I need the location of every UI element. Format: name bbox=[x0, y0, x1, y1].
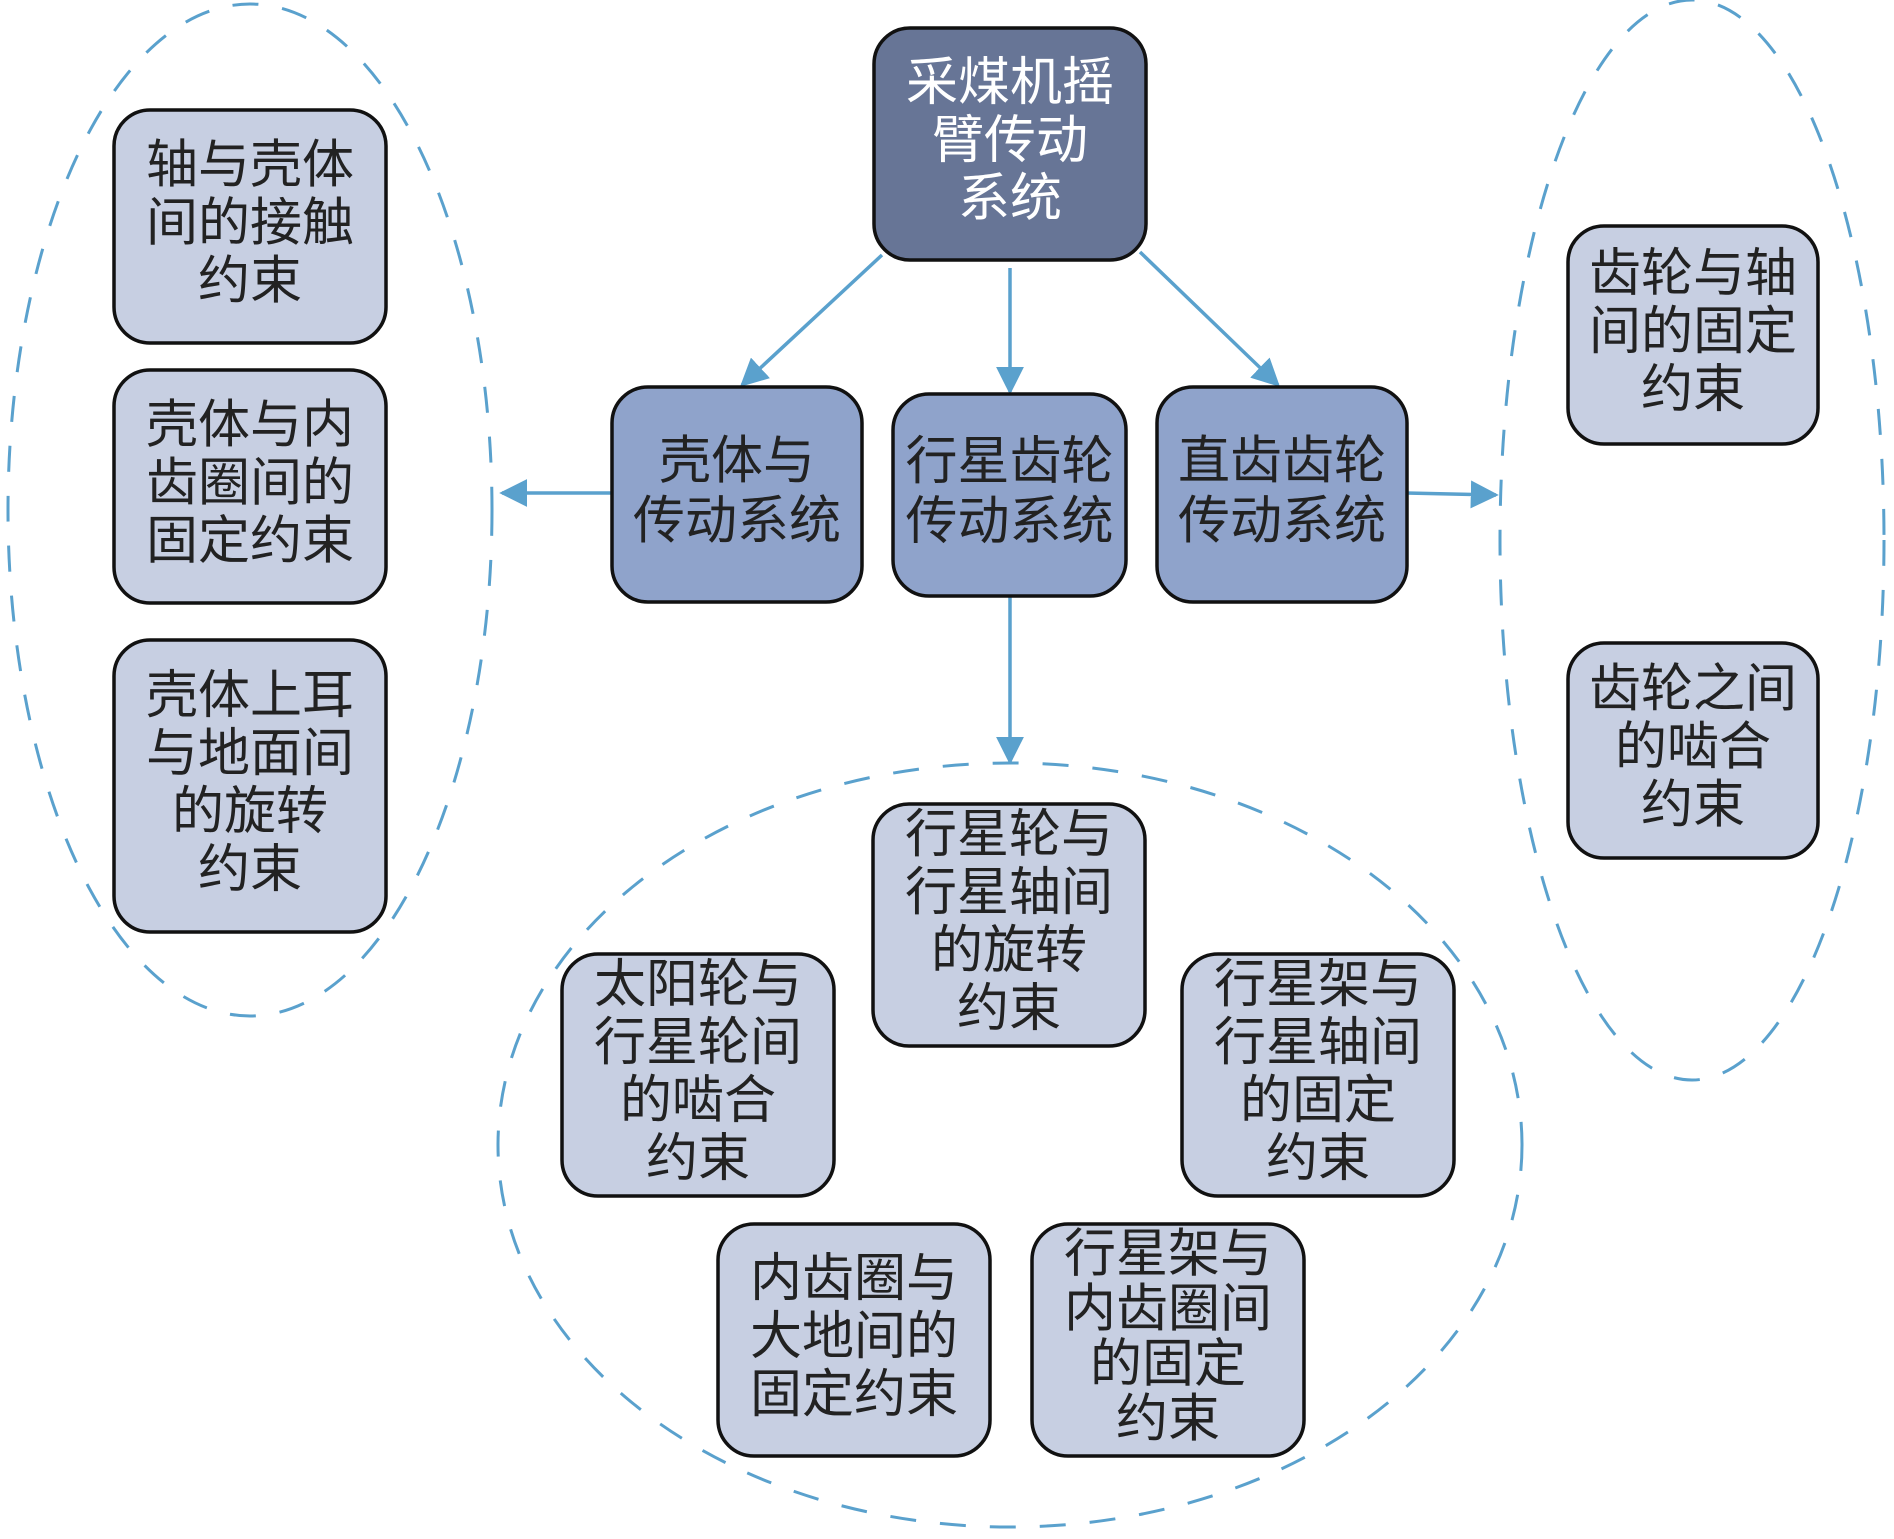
node-spur-subsystem-line-1: 直齿齿轮 bbox=[1178, 432, 1386, 492]
node-spur-constraint-2-line-2: 的啮合 bbox=[1615, 718, 1771, 778]
node-planetary-constraint-1-line-3: 的旋转 bbox=[931, 921, 1087, 981]
node-planetary-constraint-3: 行星架与 行星轴间 的固定 约束 bbox=[1180, 952, 1456, 1198]
node-planetary-constraint-2-line-4: 约束 bbox=[646, 1129, 750, 1189]
housing-constraints-group-outline bbox=[6, 2, 494, 1018]
node-housing-subsystem: 壳体与 传动系统 bbox=[610, 385, 864, 604]
node-housing-constraint-3: 壳体上耳 与地面间 的旋转 约束 bbox=[112, 638, 388, 934]
node-housing-constraint-1-line-3: 约束 bbox=[198, 252, 302, 312]
node-planetary-constraint-4-line-2: 大地间的 bbox=[750, 1307, 958, 1367]
node-planetary-constraint-1: 行星轮与 行星轴间 的旋转 约束 bbox=[871, 802, 1147, 1048]
node-planetary-subsystem: 行星齿轮 传动系统 bbox=[891, 392, 1128, 598]
diagram-nodes: 采煤机摇 臂传动 系统 壳体与 传动系统 行星齿轮 传动系统 直齿齿轮 传动系统… bbox=[112, 26, 1820, 1458]
node-planetary-constraint-5-line-4: 约束 bbox=[1116, 1390, 1220, 1450]
node-planetary-subsystem-line-2: 传动系统 bbox=[905, 492, 1113, 552]
node-housing-constraint-3-line-4: 约束 bbox=[198, 840, 302, 900]
node-planetary-constraint-5-line-2: 内齿圈间 bbox=[1064, 1280, 1272, 1340]
node-planetary-constraint-2-line-3: 的啮合 bbox=[620, 1071, 776, 1131]
node-planetary-constraint-3-line-3: 的固定 bbox=[1240, 1071, 1396, 1131]
node-root-line-2: 臂传动 bbox=[932, 111, 1088, 171]
node-planetary-constraint-5-line-1: 行星架与 bbox=[1064, 1225, 1272, 1285]
node-planetary-constraint-3-line-1: 行星架与 bbox=[1214, 955, 1422, 1015]
node-spur-constraint-1-line-2: 间的固定 bbox=[1589, 302, 1797, 362]
node-spur-constraint-1-line-3: 约束 bbox=[1641, 360, 1745, 420]
node-spur-subsystem-line-2: 传动系统 bbox=[1178, 492, 1386, 552]
node-planetary-constraint-4-line-1: 内齿圈与 bbox=[750, 1249, 958, 1309]
node-planetary-constraint-3-line-4: 约束 bbox=[1266, 1129, 1370, 1189]
arrow-root-to-housing bbox=[739, 253, 884, 387]
node-spur-constraint-2: 齿轮之间 的啮合 约束 bbox=[1566, 641, 1820, 860]
node-spur-subsystem: 直齿齿轮 传动系统 bbox=[1155, 385, 1409, 604]
node-planetary-constraint-1-line-4: 约束 bbox=[957, 979, 1061, 1039]
node-planetary-constraint-3-line-2: 行星轴间 bbox=[1214, 1013, 1422, 1073]
node-housing-subsystem-line-1: 壳体与 bbox=[659, 432, 815, 492]
arrow-spur-to-constraints bbox=[1405, 480, 1499, 509]
node-root-line-1: 采煤机摇 bbox=[906, 53, 1114, 113]
arrow-root-to-spur bbox=[1138, 250, 1281, 387]
node-root: 采煤机摇 臂传动 系统 bbox=[872, 26, 1148, 262]
node-planetary-constraint-2: 太阳轮与 行星轮间 的啮合 约束 bbox=[560, 952, 836, 1198]
node-spur-constraint-1: 齿轮与轴 间的固定 约束 bbox=[1566, 224, 1820, 446]
node-housing-subsystem-line-2: 传动系统 bbox=[633, 492, 841, 552]
node-planetary-subsystem-line-1: 行星齿轮 bbox=[905, 432, 1113, 492]
node-planetary-constraint-1-line-1: 行星轮与 bbox=[905, 805, 1113, 865]
node-root-line-3: 系统 bbox=[958, 169, 1062, 229]
node-housing-constraint-2: 壳体与内 齿圈间的 固定约束 bbox=[112, 368, 388, 605]
node-planetary-constraint-5: 行星架与 内齿圈间 的固定 约束 bbox=[1030, 1222, 1306, 1458]
node-housing-constraint-3-line-3: 的旋转 bbox=[172, 782, 328, 842]
spur-constraints-group-outline bbox=[1498, 0, 1886, 1082]
node-housing-constraint-1: 轴与壳体 间的接触 约束 bbox=[112, 108, 388, 345]
node-housing-constraint-3-line-1: 壳体上耳 bbox=[146, 666, 354, 726]
node-housing-constraint-2-line-1: 壳体与内 bbox=[146, 396, 354, 456]
node-spur-constraint-2-line-1: 齿轮之间 bbox=[1589, 660, 1797, 720]
node-housing-constraint-1-line-2: 间的接触 bbox=[146, 194, 354, 254]
node-planetary-constraint-2-line-2: 行星轮间 bbox=[594, 1013, 802, 1073]
node-planetary-constraint-4-line-3: 固定约束 bbox=[750, 1365, 958, 1425]
node-spur-constraint-1-line-1: 齿轮与轴 bbox=[1589, 244, 1797, 304]
node-housing-constraint-1-line-1: 轴与壳体 bbox=[146, 136, 354, 196]
node-planetary-constraint-2-line-1: 太阳轮与 bbox=[594, 955, 802, 1015]
node-spur-constraint-2-line-3: 约束 bbox=[1641, 776, 1745, 836]
node-housing-constraint-2-line-3: 固定约束 bbox=[146, 512, 354, 572]
node-housing-constraint-3-line-2: 与地面间 bbox=[146, 724, 354, 784]
node-planetary-constraint-4: 内齿圈与 大地间的 固定约束 bbox=[716, 1222, 992, 1458]
node-planetary-constraint-5-line-3: 的固定 bbox=[1090, 1335, 1246, 1395]
node-planetary-constraint-1-line-2: 行星轴间 bbox=[905, 863, 1113, 923]
node-housing-constraint-2-line-2: 齿圈间的 bbox=[146, 454, 354, 514]
